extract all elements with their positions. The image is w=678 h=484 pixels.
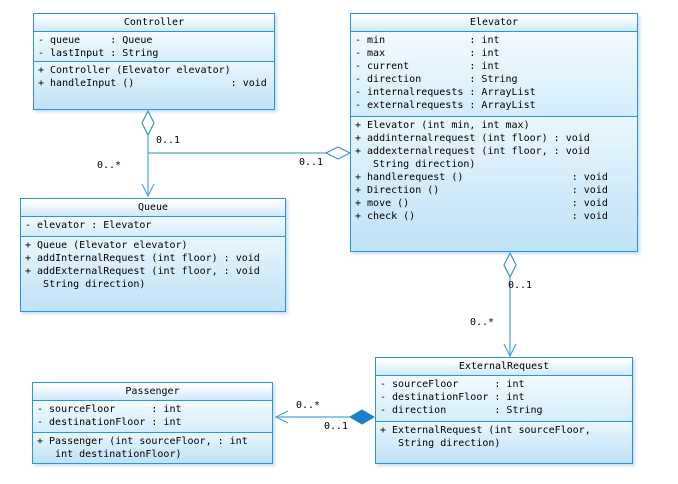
- attributes-compartment: - sourceFloor : int - destinationFloor : …: [376, 376, 632, 422]
- method-line: + addexternalrequest (int floor, : void: [355, 146, 590, 157]
- methods-compartment: + ExternalRequest (int sourceFloor, Stri…: [376, 422, 632, 463]
- method-line: + addExternalRequest (int floor, : void: [25, 266, 260, 277]
- connector-externalrequest-passenger[interactable]: [274, 409, 375, 425]
- method-line: String direction): [25, 279, 146, 290]
- methods-compartment: + Elevator (int min, int max) + addintern…: [351, 117, 637, 251]
- class-title: ExternalRequest: [458, 361, 550, 372]
- attribute-line: - internalrequests : ArrayList: [355, 87, 536, 98]
- method-line: + move () : void: [355, 198, 608, 209]
- attribute-line: - max : int: [355, 48, 500, 59]
- attribute-line: - elevator : Elevator: [25, 220, 152, 231]
- open-arrowhead-icon: [141, 183, 155, 198]
- method-line: + Passenger (int sourceFloor, : int: [37, 436, 248, 447]
- class-title-bar: Passenger: [33, 383, 272, 401]
- attribute-line: - queue : Queue: [38, 35, 153, 46]
- method-line: + handlerequest () : void: [355, 172, 608, 183]
- class-controller[interactable]: Controller - queue : Queue - lastInput : …: [33, 13, 275, 110]
- class-queue[interactable]: Queue - elevator : Elevator + Queue (Ele…: [20, 198, 286, 312]
- aggregation-diamond-icon: [503, 251, 517, 279]
- attributes-compartment: - queue : Queue - lastInput : String: [34, 32, 274, 62]
- method-line: + Queue (Elevator elevator): [25, 240, 188, 251]
- aggregation-diamond-icon: [324, 146, 352, 160]
- attributes-compartment: - sourceFloor : int - destinationFloor : …: [33, 401, 272, 433]
- attribute-line: - current : int: [355, 61, 500, 72]
- method-line: + Elevator (int min, int max): [355, 120, 530, 131]
- methods-compartment: + Controller (Elevator elevator) + handle…: [34, 62, 274, 109]
- attribute-line: - direction : String: [380, 405, 543, 416]
- method-line: + ExternalRequest (int sourceFloor,: [380, 425, 591, 436]
- class-title-bar: ExternalRequest: [376, 358, 632, 376]
- methods-compartment: + Queue (Elevator elevator) + addInternal…: [21, 237, 285, 311]
- class-passenger[interactable]: Passenger - sourceFloor : int - destinati…: [32, 382, 273, 464]
- class-title: Controller: [123, 17, 185, 28]
- multiplicity-label: 0..1: [508, 280, 533, 291]
- aggregation-diamond-icon: [141, 109, 155, 137]
- class-title: Queue: [137, 202, 169, 213]
- method-line: + Direction () : void: [355, 185, 608, 196]
- class-elevator[interactable]: Elevator - min : int - max : int - current…: [350, 13, 638, 252]
- attribute-line: - lastInput : String: [38, 48, 159, 59]
- attribute-line: - sourceFloor : int: [37, 404, 182, 415]
- attribute-line: - sourceFloor : int: [380, 379, 525, 390]
- attribute-line: - destinationFloor : int: [37, 417, 182, 428]
- multiplicity-label: 0..*: [296, 400, 321, 411]
- method-line: + addInternalRequest (int floor) : void: [25, 253, 260, 264]
- attribute-line: - min : int: [355, 35, 500, 46]
- multiplicity-label: 0..*: [97, 160, 122, 171]
- method-line: String direction): [380, 438, 501, 449]
- multiplicity-label: 0..1: [299, 157, 324, 168]
- connector-elevator-externalrequest[interactable]: [503, 251, 517, 358]
- class-externalrequest[interactable]: ExternalRequest - sourceFloor : int - des…: [375, 357, 633, 464]
- method-line: String direction): [355, 159, 476, 170]
- open-arrowhead-icon: [503, 343, 517, 358]
- attribute-line: - externalrequests : ArrayList: [355, 100, 536, 111]
- method-line: + addinternalrequest (int floor) : void: [355, 133, 590, 144]
- multiplicity-label: 0..1: [156, 135, 181, 146]
- methods-compartment: + Passenger (int sourceFloor, : int int …: [33, 433, 272, 463]
- attributes-compartment: - elevator : Elevator: [21, 217, 285, 237]
- attribute-line: - direction : String: [355, 74, 518, 85]
- method-line: + Controller (Elevator elevator): [38, 65, 231, 76]
- class-title: Elevator: [469, 17, 519, 28]
- multiplicity-label: 0..1: [324, 421, 349, 432]
- class-title-bar: Queue: [21, 199, 285, 217]
- connector-controller-queue[interactable]: [141, 109, 155, 198]
- multiplicity-label: 0..*: [470, 317, 495, 328]
- attribute-line: - destinationFloor : int: [380, 392, 525, 403]
- method-line: + check () : void: [355, 211, 608, 222]
- class-title-bar: Controller: [34, 14, 274, 32]
- method-line: int destinationFloor): [37, 449, 182, 460]
- connector-queue-elevator[interactable]: [148, 146, 352, 160]
- composition-diamond-icon: [349, 409, 375, 425]
- attributes-compartment: - min : int - max : int - current : int - d…: [351, 32, 637, 117]
- method-line: + handleInput () : void: [38, 78, 267, 89]
- class-title: Passenger: [125, 386, 180, 397]
- class-title-bar: Elevator: [351, 14, 637, 32]
